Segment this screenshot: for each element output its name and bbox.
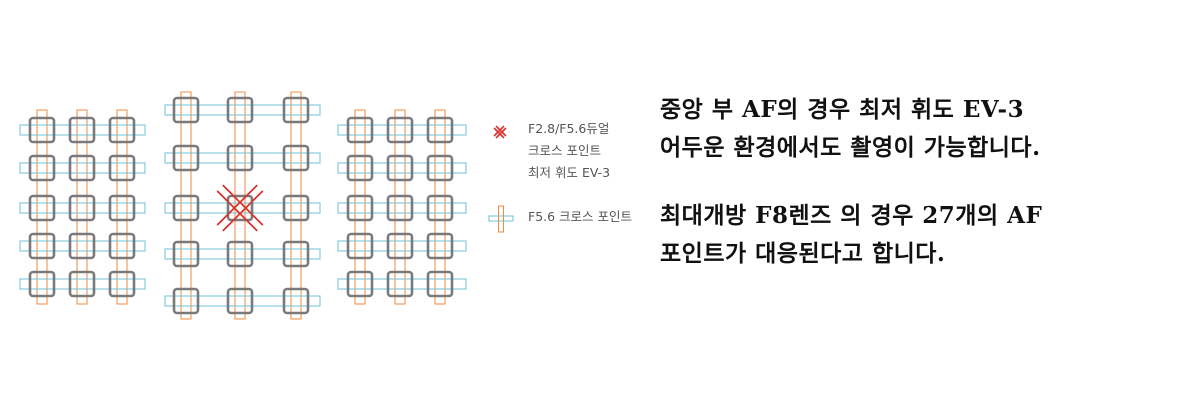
af-point-right-1-4 [386, 270, 414, 298]
horizontal-line-right-3 [337, 240, 467, 252]
af-point-center-1-3 [226, 240, 254, 268]
af-point-center-0-1 [172, 144, 200, 172]
dual-cross-mark-0 [216, 190, 258, 232]
legend-dual-cross: F2.8/F5.6듀얼 크로스 포인트 최저 휘도 EV-3 [528, 118, 610, 184]
af-point-left-0-4 [28, 270, 56, 298]
headline-paragraph-1: 중앙 부 AF의 경우 최저 휘도 EV-3 어두운 환경에서도 촬영이 가능합… [660, 91, 1041, 167]
af-point-right-2-0 [426, 116, 454, 144]
af-point-left-1-1 [68, 154, 96, 182]
horizontal-line-center-1 [164, 152, 321, 164]
af-point-center-0-0 [172, 96, 200, 124]
af-point-left-1-3 [68, 232, 96, 260]
af-point-center-0-4 [172, 287, 200, 315]
af-point-center-1-4 [226, 287, 254, 315]
af-point-center-1-0 [226, 96, 254, 124]
legend-dual-cross-line-1: F2.8/F5.6듀얼 [528, 121, 610, 136]
vertical-line-center-2 [290, 91, 302, 320]
af-point-right-0-1 [346, 154, 374, 182]
dual-cross-mark-0 [222, 184, 264, 226]
legend-dual-cross-line-2: 크로스 포인트 [528, 143, 601, 158]
vertical-line-left-0 [36, 109, 48, 305]
af-point-right-2-1 [426, 154, 454, 182]
vertical-line-right-2 [434, 109, 446, 305]
vertical-line-right-1 [394, 109, 406, 305]
af-point-center-1-2 [226, 194, 254, 222]
af-point-left-1-2 [68, 194, 96, 222]
af-point-center-2-0 [282, 96, 310, 124]
af-point-right-1-3 [386, 232, 414, 260]
af-point-right-2-2 [426, 194, 454, 222]
horizontal-line-left-0 [19, 124, 146, 136]
headline-line-1: 중앙 부 AF의 경우 최저 휘도 EV-3 [660, 96, 1025, 123]
af-point-center-2-4 [282, 287, 310, 315]
horizontal-line-left-2 [19, 202, 146, 214]
af-point-left-0-2 [28, 194, 56, 222]
horizontal-line-right-4 [337, 278, 467, 290]
headline-paragraph-2: 최대개방 F8렌즈 의 경우 27개의 AF 포인트가 대응된다고 합니다. [660, 197, 1042, 273]
horizontal-line-center-2 [164, 202, 321, 214]
af-point-left-1-0 [68, 116, 96, 144]
horizontal-line-right-1 [337, 162, 467, 174]
af-point-left-0-1 [28, 154, 56, 182]
af-point-center-0-2 [172, 194, 200, 222]
horizontal-line-center-4 [164, 295, 321, 307]
vertical-line-left-2 [116, 109, 128, 305]
horizontal-line-left-4 [19, 278, 146, 290]
vertical-line-left-1 [76, 109, 88, 305]
headline-line-2: 어두운 환경에서도 촬영이 가능합니다. [660, 134, 1041, 161]
headline-line-3: 최대개방 F8렌즈 의 경우 27개의 AF [660, 202, 1043, 229]
af-point-center-0-3 [172, 240, 200, 268]
horizontal-line-center-3 [164, 248, 321, 260]
af-point-left-2-2 [108, 194, 136, 222]
af-point-right-1-2 [386, 194, 414, 222]
vertical-line-center-0 [180, 91, 192, 320]
dual-cross-mark-1 [216, 184, 258, 226]
red-x-icon [490, 122, 510, 142]
af-point-right-0-3 [346, 232, 374, 260]
vertical-line-center-1 [234, 91, 246, 320]
af-point-left-2-0 [108, 116, 136, 144]
af-point-left-2-1 [108, 154, 136, 182]
horizontal-line-center-0 [164, 104, 321, 116]
legend-dual-cross-line-3: 최저 휘도 EV-3 [528, 165, 611, 180]
af-point-right-0-0 [346, 116, 374, 144]
af-point-right-2-4 [426, 270, 454, 298]
horizontal-line-right-2 [337, 202, 467, 214]
dual-cross-mark-1 [222, 190, 264, 232]
horizontal-line-left-1 [19, 162, 146, 174]
af-point-right-1-1 [386, 154, 414, 182]
af-point-left-2-4 [108, 270, 136, 298]
af-point-right-0-2 [346, 194, 374, 222]
headline-line-4: 포인트가 대응된다고 합니다. [660, 240, 946, 267]
horizontal-line-right-0 [337, 124, 467, 136]
af-point-right-0-4 [346, 270, 374, 298]
af-point-left-1-4 [68, 270, 96, 298]
af-point-diagram [19, 91, 467, 320]
af-point-center-2-2 [282, 194, 310, 222]
af-point-right-2-3 [426, 232, 454, 260]
af-grid [19, 91, 467, 320]
af-point-right-1-0 [386, 116, 414, 144]
af-point-left-0-0 [28, 116, 56, 144]
horizontal-line-left-3 [19, 240, 146, 252]
cross-plus-icon [486, 204, 516, 234]
af-point-center-2-1 [282, 144, 310, 172]
vertical-line-right-0 [354, 109, 366, 305]
af-point-center-2-3 [282, 240, 310, 268]
af-point-left-2-3 [108, 232, 136, 260]
af-point-center-1-1 [226, 144, 254, 172]
af-point-left-0-3 [28, 232, 56, 260]
legend-f56-cross: F5.6 크로스 포인트 [528, 209, 633, 224]
